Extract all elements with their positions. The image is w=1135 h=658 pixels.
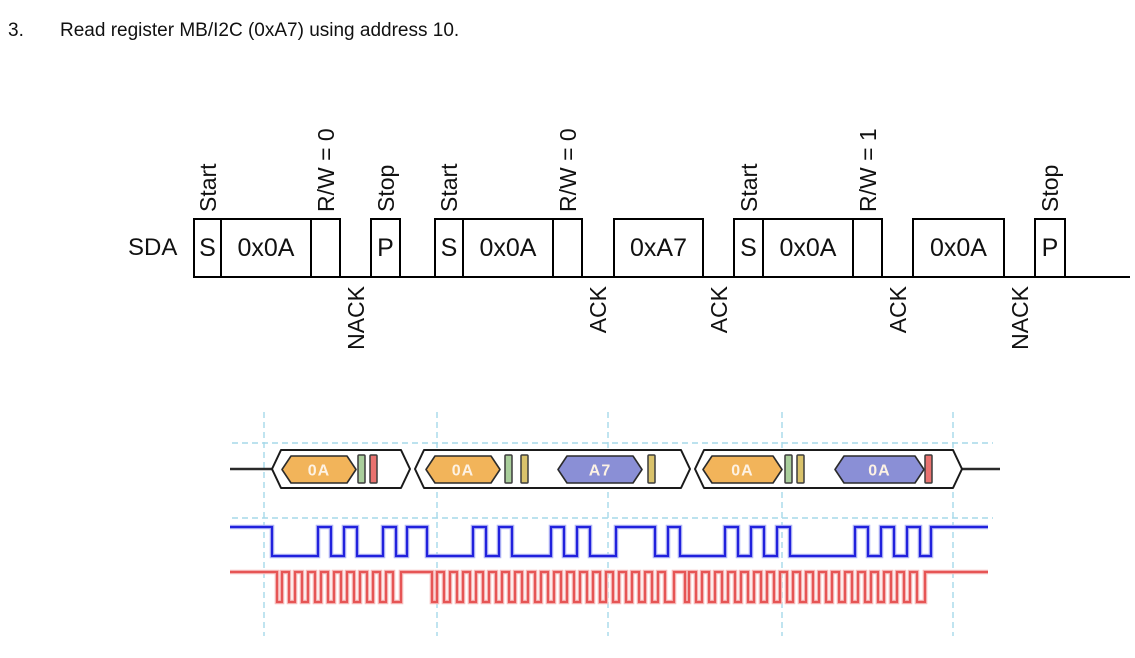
decoder-bit-bar-green	[504, 454, 513, 484]
hex-byte-label: 0A	[868, 463, 890, 480]
decoder-bit-bar-yellow	[647, 454, 656, 484]
decoder-bit-bar-green	[357, 454, 366, 484]
signal-label: SDA	[128, 234, 178, 261]
data-byte-hex	[834, 455, 925, 484]
instruction-text: Read register MB/I2C (0xA7) using addres…	[60, 20, 460, 41]
hex-byte-label: A7	[589, 463, 611, 480]
decoder-bit-bar-yellow	[796, 454, 805, 484]
decoder-bit-bar-red	[369, 454, 378, 484]
decoder-bit-bar-red	[924, 454, 933, 484]
decoder-bit-bar-green	[784, 454, 793, 484]
sda-box-0x0a: 0x0A	[220, 218, 312, 278]
scl-waveform-glow	[230, 569, 988, 605]
sda-waveform	[230, 525, 988, 558]
sda-box-0xa7: 0xA7	[613, 218, 704, 278]
sda-baseline	[193, 276, 1130, 278]
data-byte-hex	[557, 455, 643, 484]
hex-byte-label: 0A	[452, 463, 474, 480]
address-byte-hex	[281, 455, 357, 484]
scl-waveform	[230, 570, 988, 604]
decoder-bit-bar-yellow	[520, 454, 529, 484]
sda-box-0x0a: 0x0A	[912, 218, 1005, 278]
instruction-item: 3. Read register MB/I2C (0xA7) using add…	[8, 20, 459, 42]
hex-byte-label: 0A	[308, 463, 330, 480]
sda-box-rw-bit	[552, 218, 583, 278]
hex-byte-label: 0A	[731, 463, 753, 480]
address-byte-hex	[702, 455, 783, 484]
list-number: 3.	[8, 20, 24, 41]
address-byte-hex	[425, 455, 501, 484]
sda-box-rw-bit	[310, 218, 341, 278]
sda-box-p: P	[370, 218, 401, 278]
sda-box-s: S	[733, 218, 764, 278]
sda-box-0x0a: 0x0A	[462, 218, 554, 278]
